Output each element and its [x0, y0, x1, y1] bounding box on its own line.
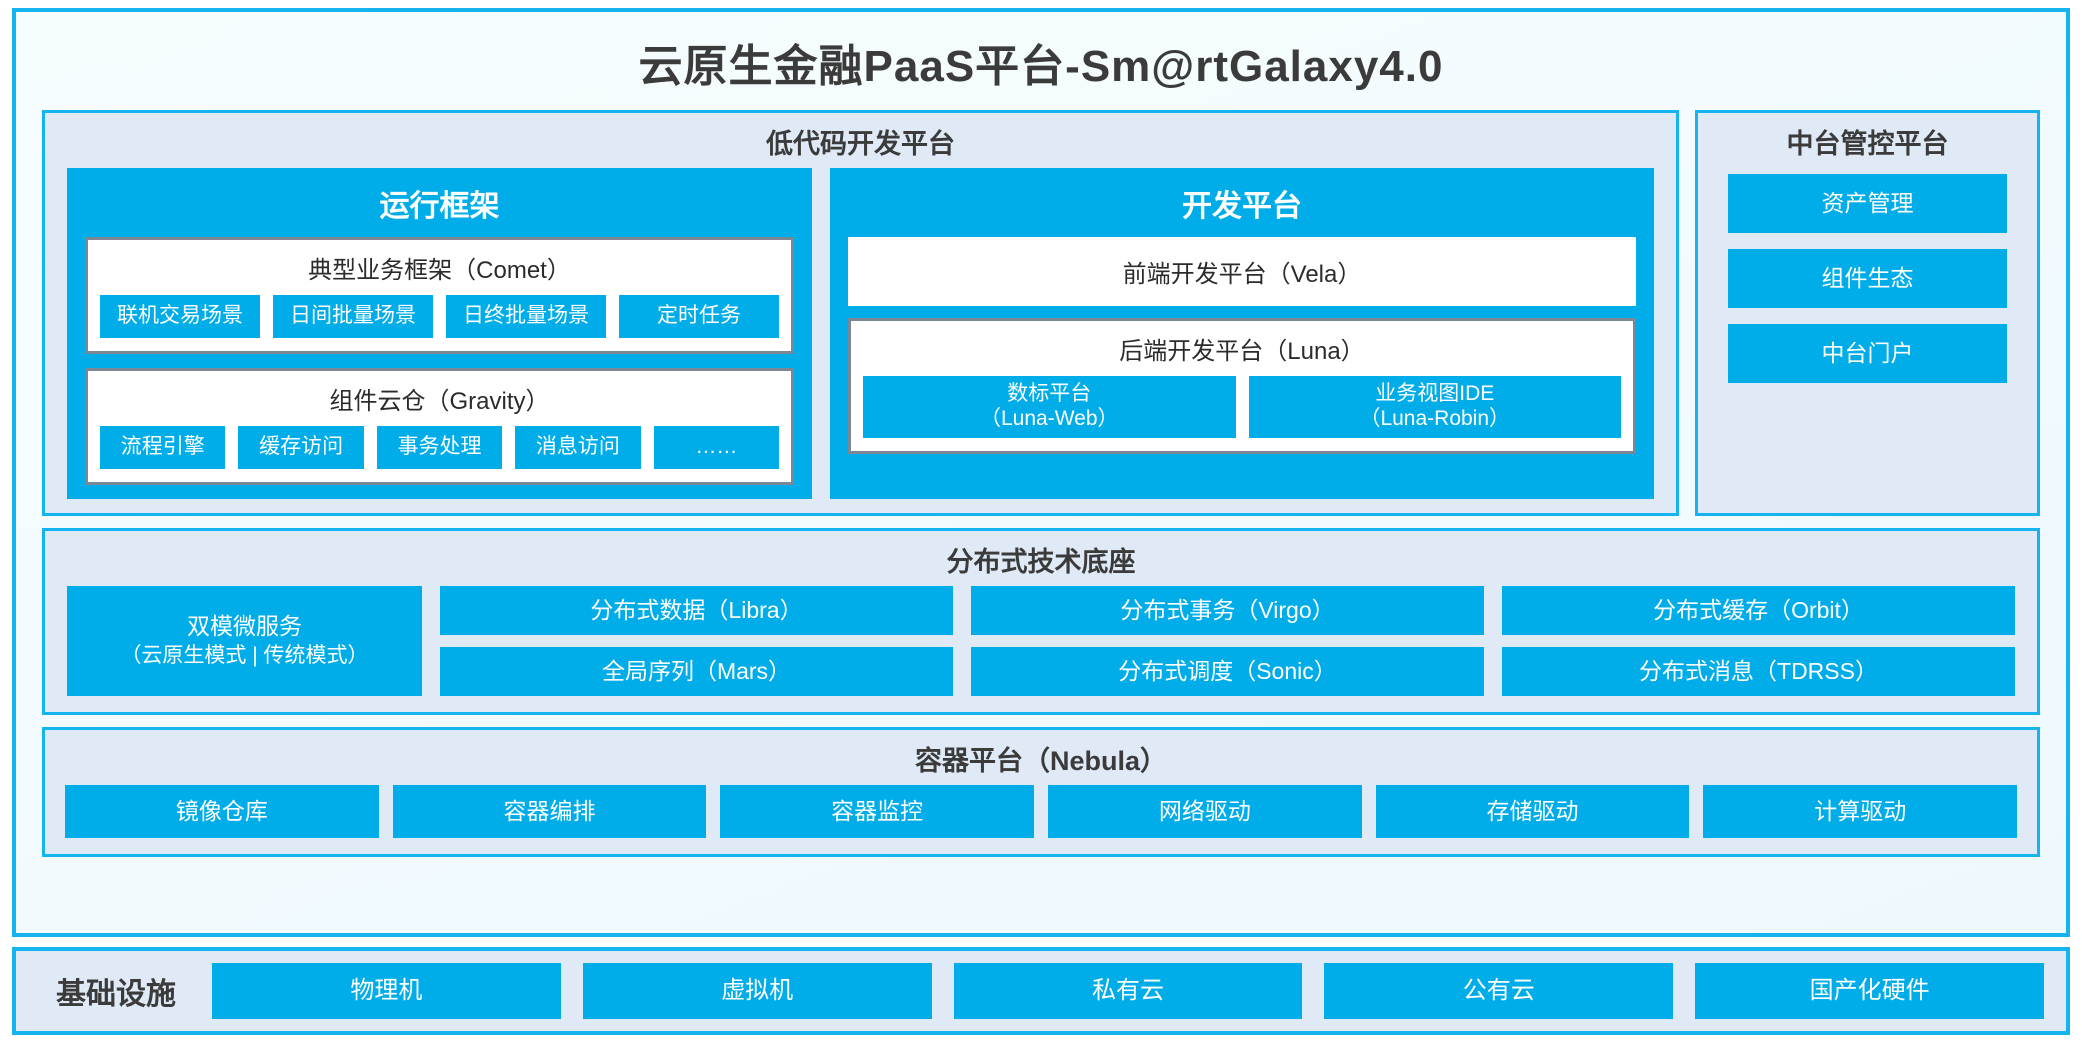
control-item-component-ecosystem[interactable]: 组件生态 [1728, 249, 2007, 309]
control-item-portal[interactable]: 中台门户 [1728, 324, 2007, 384]
panel-vela[interactable]: 前端开发平台（Vela） [848, 237, 1636, 306]
platform-frame: 云原生金融PaaS平台-Sm@rtGalaxy4.0 低代码开发平台 运行框架 … [12, 8, 2070, 937]
infrastructure-item-domestic-hardware[interactable]: 国产化硬件 [1695, 962, 2044, 1019]
distributed-item-mars[interactable]: 全局序列（Mars） [440, 646, 953, 696]
luna-item-name: 数标平台 [1007, 382, 1092, 405]
infrastructure-label: 基础设施 [56, 977, 176, 1011]
control-item-asset-management[interactable]: 资产管理 [1728, 174, 2007, 234]
block-development-platform: 开发平台 前端开发平台（Vela） 后端开发平台（Luna） 数标平台 （Lun… [830, 168, 1654, 499]
comet-items: 联机交易场景 日间批量场景 日终批量场景 定时任务 [100, 295, 779, 338]
container-item-orchestration[interactable]: 容器编排 [392, 784, 707, 838]
container-platform-title: 容器平台（Nebula） [914, 745, 1168, 776]
distributed-item-orbit[interactable]: 分布式缓存（Orbit） [1502, 585, 2015, 635]
luna-title: 后端开发平台（Luna） [1119, 338, 1365, 365]
container-item-compute-driver[interactable]: 计算驱动 [1703, 784, 2018, 838]
lowcode-body: 运行框架 典型业务框架（Comet） 联机交易场景 日间批量场景 日终批量场景 … [45, 168, 1676, 499]
luna-item-code: （Luna-Robin） [1359, 406, 1511, 430]
container-item-network-driver[interactable]: 网络驱动 [1048, 784, 1362, 838]
comet-item[interactable]: 定时任务 [619, 295, 779, 338]
lowcode-platform-title: 低代码开发平台 [766, 129, 955, 159]
gravity-item-more[interactable]: …… [653, 425, 780, 469]
comet-item[interactable]: 日终批量场景 [446, 295, 606, 338]
luna-item-name: 业务视图IDE [1375, 382, 1495, 405]
section-distributed-base: 分布式技术底座 双模微服务 （云原生模式 | 传统模式） 分布式数据（Libra… [42, 527, 2040, 715]
page-title: 云原生金融PaaS平台-Sm@rtGalaxy4.0 [638, 42, 1444, 91]
microservice-name: 双模微服务 [187, 612, 302, 639]
block-runtime-framework: 运行框架 典型业务框架（Comet） 联机交易场景 日间批量场景 日终批量场景 … [67, 168, 812, 499]
distributed-item-virgo[interactable]: 分布式事务（Virgo） [971, 585, 1484, 635]
luna-items: 数标平台 （Luna-Web） 业务视图IDE （Luna-Robin） [863, 376, 1621, 438]
luna-item-code: （Luna-Web） [979, 406, 1119, 430]
section-infrastructure: 基础设施 物理机 虚拟机 私有云 公有云 国产化硬件 [12, 946, 2070, 1035]
infrastructure-item-private-cloud[interactable]: 私有云 [953, 962, 1303, 1019]
container-item-monitoring[interactable]: 容器监控 [720, 784, 1035, 838]
container-item-storage-driver[interactable]: 存储驱动 [1375, 784, 1690, 838]
top-row: 低代码开发平台 运行框架 典型业务框架（Comet） 联机交易场景 日间批量场景… [42, 110, 2040, 516]
distributed-body: 双模微服务 （云原生模式 | 传统模式） 分布式数据（Libra） 全局序列（M… [45, 585, 2037, 712]
distributed-col-3: 分布式缓存（Orbit） 分布式消息（TDRSS） [1502, 585, 2015, 696]
luna-item-luna-robin[interactable]: 业务视图IDE （Luna-Robin） [1248, 376, 1621, 438]
container-platform-items: 镜像仓库 容器编排 容器监控 网络驱动 存储驱动 计算驱动 [45, 784, 2037, 854]
distributed-col-2: 分布式事务（Virgo） 分布式调度（Sonic） [971, 585, 1484, 696]
container-item-image-repo[interactable]: 镜像仓库 [65, 784, 379, 838]
comet-item[interactable]: 日间批量场景 [273, 295, 433, 338]
distributed-item-microservice[interactable]: 双模微服务 （云原生模式 | 传统模式） [67, 585, 422, 696]
gravity-item[interactable]: 流程引擎 [100, 425, 226, 469]
control-platform-title: 中台管控平台 [1786, 129, 1949, 159]
microservice-modes: （云原生模式 | 传统模式） [120, 644, 369, 667]
section-container-platform: 容器平台（Nebula） 镜像仓库 容器编排 容器监控 网络驱动 存储驱动 计算… [42, 726, 2040, 857]
gravity-item[interactable]: 缓存访问 [238, 425, 364, 469]
gravity-item[interactable]: 消息访问 [515, 425, 641, 469]
infrastructure-item-physical-machine[interactable]: 物理机 [212, 962, 561, 1019]
runtime-framework-title: 运行框架 [379, 190, 500, 223]
panel-luna: 后端开发平台（Luna） 数标平台 （Luna-Web） 业务视图IDE （Lu… [848, 318, 1636, 454]
distributed-item-tdrss[interactable]: 分布式消息（TDRSS） [1502, 646, 2015, 696]
infrastructure-item-virtual-machine[interactable]: 虚拟机 [582, 962, 932, 1019]
development-platform-title: 开发平台 [1182, 190, 1302, 223]
section-control-platform: 中台管控平台 资产管理 组件生态 中台门户 [1695, 110, 2040, 516]
comet-item[interactable]: 联机交易场景 [100, 295, 260, 338]
distributed-microservice-col: 双模微服务 （云原生模式 | 传统模式） [67, 585, 422, 696]
infrastructure-item-public-cloud[interactable]: 公有云 [1324, 962, 1674, 1019]
gravity-item[interactable]: 事务处理 [376, 425, 503, 469]
control-platform-items: 资产管理 组件生态 中台门户 [1698, 168, 2037, 384]
panel-comet: 典型业务框架（Comet） 联机交易场景 日间批量场景 日终批量场景 定时任务 [85, 237, 794, 354]
distributed-item-libra[interactable]: 分布式数据（Libra） [440, 585, 953, 635]
section-lowcode-platform: 低代码开发平台 运行框架 典型业务框架（Comet） 联机交易场景 日间批量场景… [42, 110, 1679, 516]
panel-gravity: 组件云仓（Gravity） 流程引擎 缓存访问 事务处理 消息访问 …… [85, 367, 794, 485]
distributed-item-sonic[interactable]: 分布式调度（Sonic） [971, 646, 1484, 696]
comet-title: 典型业务框架（Comet） [308, 257, 571, 284]
gravity-title: 组件云仓（Gravity） [329, 387, 550, 415]
distributed-col-1: 分布式数据（Libra） 全局序列（Mars） [440, 585, 953, 696]
gravity-items: 流程引擎 缓存访问 事务处理 消息访问 …… [100, 425, 780, 469]
luna-item-luna-web[interactable]: 数标平台 （Luna-Web） [863, 376, 1236, 438]
distributed-base-title: 分布式技术底座 [946, 546, 1136, 577]
